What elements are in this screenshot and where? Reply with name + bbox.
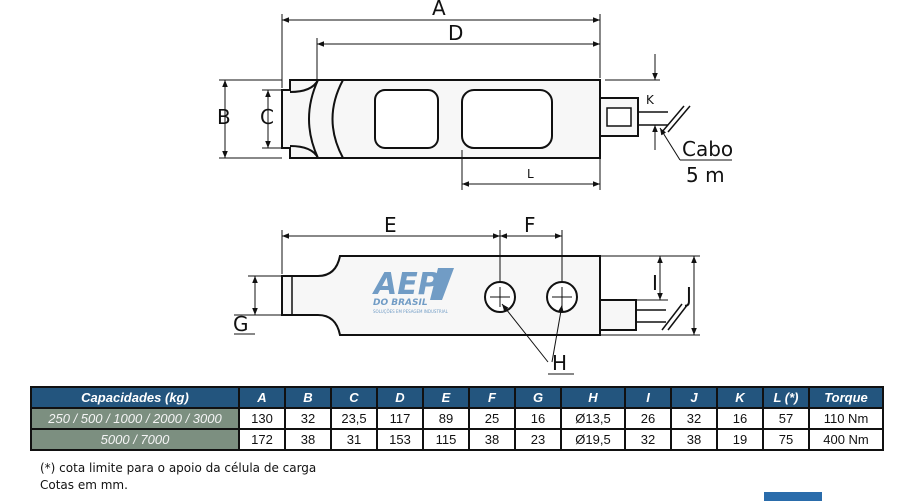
table-cell: Ø19,5 — [560, 428, 626, 451]
table-cell: 26 — [624, 407, 672, 430]
footnote-units: Cotas em mm. — [40, 478, 128, 492]
top-view: A D B C K L Cabo 5 m — [217, 0, 733, 190]
dim-label-j: J — [684, 283, 692, 307]
table-cell: 31 — [330, 428, 378, 451]
svg-text:AEP: AEP — [372, 267, 440, 302]
dim-label-b: B — [217, 105, 231, 129]
technical-drawing: A D B C K L Cabo 5 m — [217, 0, 733, 375]
col-header-c: C — [330, 386, 378, 409]
col-header-k: K — [716, 386, 764, 409]
table-cell: 38 — [468, 428, 516, 451]
table-cell: 25 — [468, 407, 516, 430]
capacity-cell: 250 / 500 / 1000 / 2000 / 3000 — [30, 407, 240, 430]
corner-logo-fragment — [764, 492, 822, 501]
table-cell: 32 — [284, 407, 332, 430]
col-header-capacity: Capacidades (kg) — [30, 386, 240, 409]
table-cell: 32 — [624, 428, 672, 451]
col-header-a: A — [238, 386, 286, 409]
table-cell: 23,5 — [330, 407, 378, 430]
table-cell: 19 — [716, 428, 764, 451]
top-pocket-left — [374, 89, 439, 149]
table-cell: 38 — [670, 428, 718, 451]
dim-label-d: D — [448, 21, 463, 45]
col-header-f: F — [468, 386, 516, 409]
svg-text:DO BRASIL: DO BRASIL — [373, 298, 428, 308]
table-cell: 172 — [238, 428, 286, 451]
table-header-row: Capacidades (kg) A B C D E F G H I J K L… — [30, 386, 884, 409]
capacity-cell: 5000 / 7000 — [30, 428, 240, 451]
dim-label-l: L — [527, 167, 534, 181]
col-header-b: B — [284, 386, 332, 409]
col-header-j: J — [670, 386, 718, 409]
table-cell: 89 — [422, 407, 470, 430]
table-cell: 16 — [514, 407, 562, 430]
dim-label-c: C — [260, 105, 274, 129]
col-header-g: G — [514, 386, 562, 409]
table-cell: 38 — [284, 428, 332, 451]
table-cell: 130 — [238, 407, 286, 430]
aep-watermark-logo: AEP DO BRASIL SOLUÇÕES EM PESAGEM INDUST… — [372, 267, 454, 314]
side-connector — [599, 299, 637, 331]
col-header-i: I — [624, 386, 672, 409]
footnote-load-limit: (*) cota limite para o apoio da célula d… — [40, 461, 317, 475]
table-cell: 115 — [422, 428, 470, 451]
table-cell: 32 — [670, 407, 718, 430]
table-cell: 16 — [716, 407, 764, 430]
dim-label-f: F — [524, 213, 536, 237]
table-cell: 117 — [376, 407, 424, 430]
table-cell: 400 Nm — [808, 428, 884, 451]
table-cell: 75 — [762, 428, 810, 451]
table-cell: 153 — [376, 428, 424, 451]
specifications-table: Capacidades (kg) A B C D E F G H I J K L… — [30, 386, 884, 451]
table-cell: 23 — [514, 428, 562, 451]
cable-length: 5 m — [686, 163, 725, 187]
dim-label-i: I — [652, 271, 658, 295]
dim-label-k: K — [646, 93, 655, 107]
side-view: E F G I J H — [233, 213, 700, 375]
dim-label-h: H — [552, 351, 567, 375]
top-pocket-right — [461, 89, 553, 149]
col-header-l: L (*) — [762, 386, 810, 409]
table-cell: Ø13,5 — [560, 407, 626, 430]
cable-label: Cabo — [682, 137, 733, 161]
top-saddle-notch — [289, 79, 319, 159]
table-row: 250 / 500 / 1000 / 2000 / 3000 130 32 23… — [30, 407, 884, 430]
table-cell: 110 Nm — [808, 407, 884, 430]
table-row: 5000 / 7000 172 38 31 153 115 38 23 Ø19,… — [30, 428, 884, 451]
mount-hole-1 — [484, 281, 516, 313]
col-header-torque: Torque — [808, 386, 884, 409]
svg-text:SOLUÇÕES EM PESAGEM INDUSTRIAL: SOLUÇÕES EM PESAGEM INDUSTRIAL — [373, 309, 449, 314]
col-header-e: E — [422, 386, 470, 409]
table-cell: 57 — [762, 407, 810, 430]
dim-label-e: E — [384, 213, 397, 237]
dim-label-a: A — [432, 0, 446, 20]
col-header-d: D — [376, 386, 424, 409]
top-saddle-curve — [331, 79, 344, 159]
dim-label-g: G — [233, 312, 249, 336]
top-connector-inner — [606, 107, 632, 127]
col-header-h: H — [560, 386, 626, 409]
